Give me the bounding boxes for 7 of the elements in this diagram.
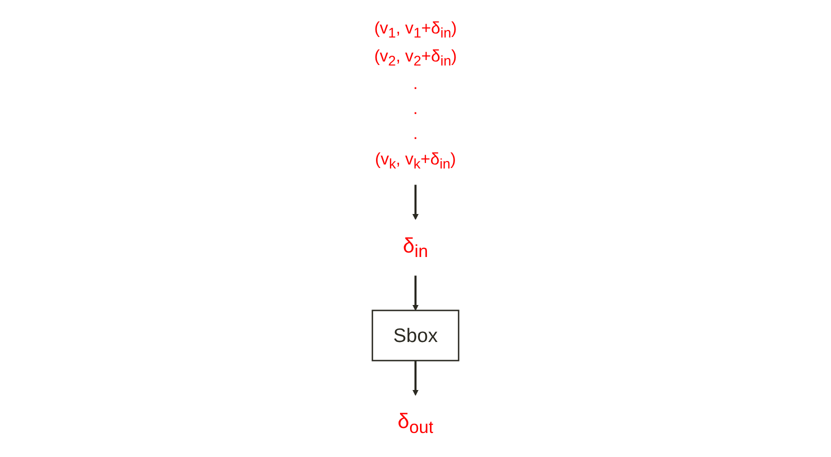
arrow: [412, 184, 419, 220]
arrow: [412, 276, 419, 311]
node-text: δ$_{in}$: [402, 234, 428, 262]
arrow: [412, 360, 419, 396]
node-box: Sbox: [372, 310, 460, 362]
node-text: δ$_{out}$: [398, 410, 434, 438]
node-text: (v$_{1}$, v$_{1}$+δ$_{in}$) (v$_{2}$, v$_{2}$+δ$_{in}$) . . . (v$_{k}$, v$_{k}$+δ$_{in}$): [374, 18, 457, 172]
